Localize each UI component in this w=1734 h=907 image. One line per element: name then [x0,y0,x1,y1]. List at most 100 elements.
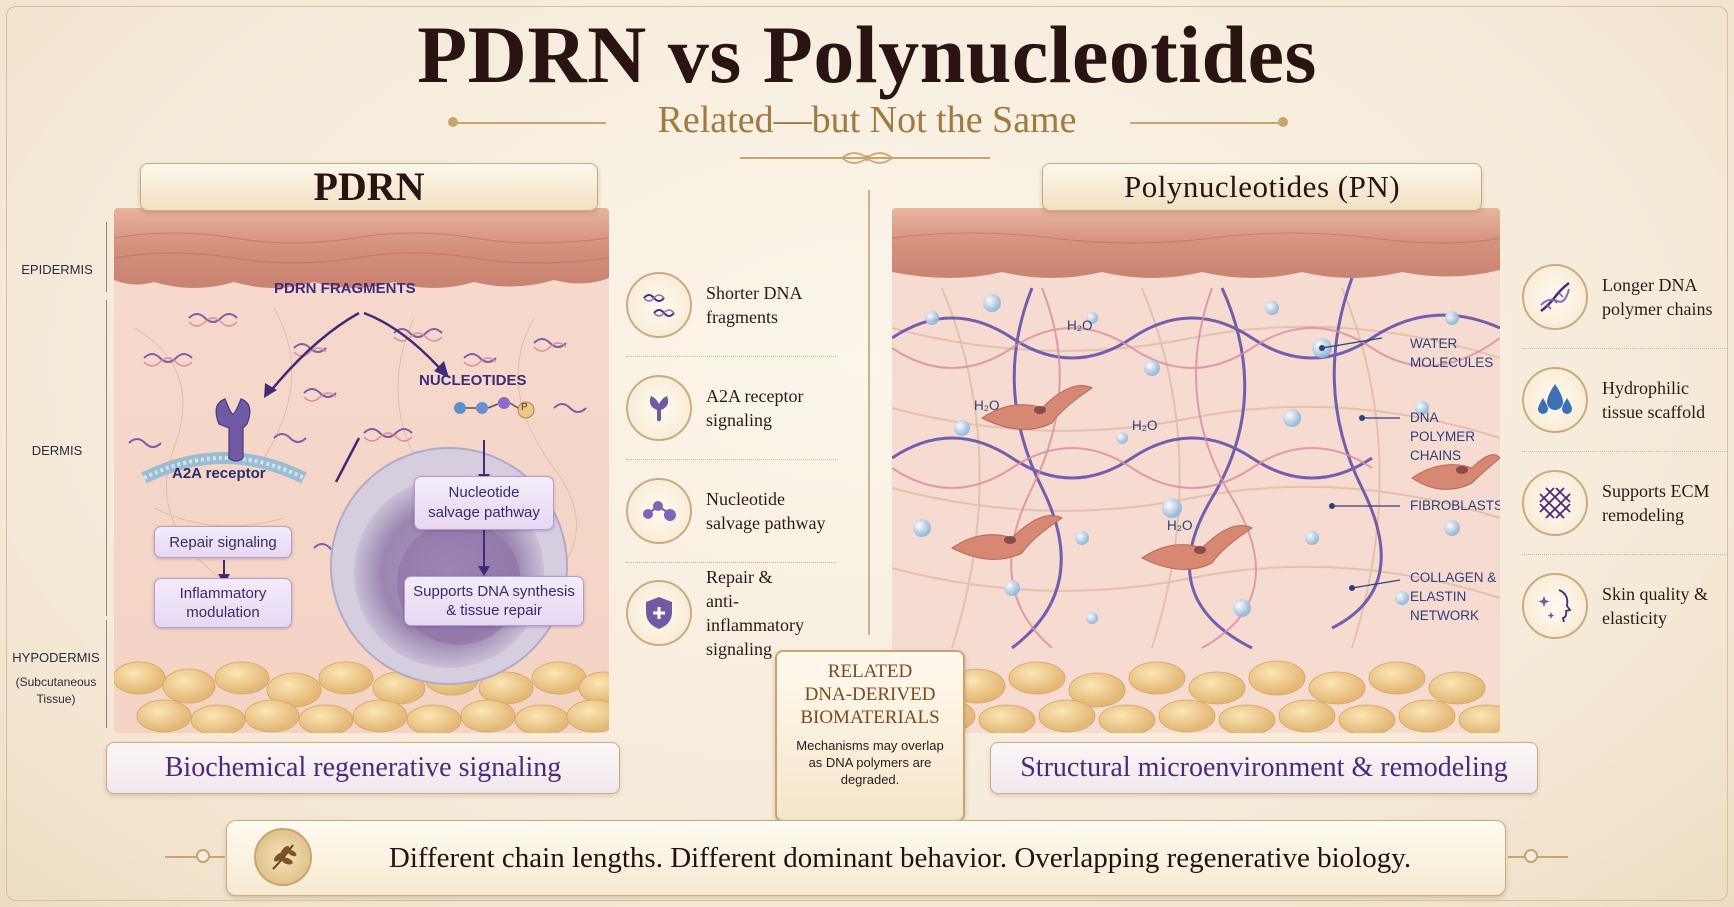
feature-line: signaling [706,410,772,430]
dermis-bracket [106,300,107,616]
hypodermis-sub-label-2: Tissue) [36,692,76,706]
supports-dna-synthesis-box: Supports DNA synthesis & tissue repair [404,576,584,626]
nucleotide-salvage-box: Nucleotide salvage pathway [414,476,554,530]
footer-right-ornament [1508,856,1568,858]
dna-polymer-chains-label: DNA POLYMER CHAINS [1410,408,1500,465]
center-divider [868,190,870,635]
pn-title-box: Polynucleotides (PN) [1042,163,1482,211]
receptor-icon [626,375,692,441]
related-biomaterials-box: RELATED DNA-DERIVED BIOMATERIALS Mechani… [775,650,965,822]
collagen-label-2: ELASTIN [1410,589,1467,604]
salvage-text-1: Nucleotide [448,484,520,501]
related-line-2: DNA-DERIVED [804,684,936,705]
fibroblasts-label: FIBROBLASTS [1410,498,1500,513]
water-molecules-label: WATER MOLECULES [1410,334,1493,372]
feature-line: salvage pathway [706,513,826,533]
pn-features-list: Longer DNA polymer chains Hydrophilic ti… [1522,262,1727,641]
a2a-receptor-label: A2A receptor [172,465,266,482]
feature-line: Skin quality & [1602,584,1709,604]
subtitle: Related—but Not the Same [657,99,1077,141]
pn-summary-label: Structural microenvironment & remodeling [990,742,1538,794]
feature-separator [1522,554,1727,555]
supports-text-2: & tissue repair [446,602,542,619]
water-drops-icon [1522,367,1588,433]
outer-frame [6,6,1728,901]
h2o-label-4: H₂O [1167,518,1193,533]
supports-text-1: Supports DNA synthesis [413,583,575,600]
pdrn-feature-dna-fragments: Shorter DNA fragments [626,272,836,338]
pdrn-features-list: Shorter DNA fragments A2A receptor signa… [626,272,836,659]
pn-feature-text: Supports ECM remodeling [1602,479,1710,527]
repair-signaling-box: Repair signaling [154,526,292,558]
dna-fragments-icon [626,272,692,338]
subtitle-right-ornament [1130,122,1280,124]
subtitle-left-ornament [456,122,606,124]
pdrn-feature-text: A2A receptor signaling [706,384,803,432]
related-note-2: as DNA polymers are [808,755,932,770]
salvage-text-2: salvage pathway [428,504,540,521]
related-note: Mechanisms may overlap as DNA polymers a… [777,737,963,788]
face-sparkle-icon [1522,573,1588,639]
feature-separator [626,356,836,357]
repair-signaling-text: Repair signaling [169,533,277,551]
footer-text: Different chain lengths. Different domin… [388,842,1412,874]
feature-separator [1522,348,1727,349]
flourish-icon [841,152,893,164]
leaf-branch-icon [254,828,312,886]
feature-line: Hydrophilic [1602,378,1689,398]
epidermis-bracket [106,222,107,292]
molecule-icon [626,478,692,544]
feature-line: polymer chains [1602,299,1713,319]
collagen-elastin-label: COLLAGEN & ELASTIN NETWORK [1410,568,1496,625]
shield-plus-icon [626,580,692,646]
feature-line: Longer DNA [1602,275,1698,295]
water-label-2: MOLECULES [1410,355,1494,370]
feature-line: remodeling [1602,505,1684,525]
footer-right-knot-icon [1524,849,1538,863]
main-title: PDRN vs Polynucleotides [417,9,1317,100]
related-line-3: BIOMATERIALS [800,707,940,728]
dna-label-2: CHAINS [1410,448,1462,463]
inflammatory-modulation-box: Inflammatory modulation [154,578,292,628]
feature-line: A2A receptor [706,386,804,406]
ornament-dot-right [1278,117,1288,127]
pdrn-title-box: PDRN [140,163,598,211]
pdrn-skin-cross-section: PDRN FRAGMENTS NUCLEOTIDES P A2A recepto… [114,208,609,733]
pdrn-feature-a2a: A2A receptor signaling [626,375,836,441]
feature-separator [626,459,836,460]
ornament-dot-left [448,117,458,127]
h2o-label-2: H₂O [974,398,1000,413]
pdrn-title: PDRN [313,164,425,209]
collagen-label-1: COLLAGEN & [1410,570,1497,585]
footer-left-knot-icon [196,849,210,863]
pn-feature-text: Skin quality & elasticity [1602,582,1708,630]
pdrn-feature-text: Nucleotide salvage pathway [706,487,825,535]
pn-feature-skin-quality: Skin quality & elasticity [1522,571,1727,641]
related-line-1: RELATED [827,661,913,682]
pdrn-feature-repair: Repair & anti-inflammatory signaling [626,567,836,659]
related-note-1: Mechanisms may overlap [796,738,944,753]
pn-feature-text: Longer DNA polymer chains [1602,273,1712,321]
hypodermis-label: HYPODERMIS [12,650,100,665]
h2o-label-3: H₂O [1132,418,1158,433]
feature-line: Supports ECM [1602,481,1710,501]
pn-feature-longer-dna: Longer DNA polymer chains [1522,262,1727,332]
water-label-1: WATER [1410,336,1458,351]
hypodermis-sub-label: (Subcutaneous [15,675,97,689]
feature-line: Repair & [706,567,773,587]
pdrn-fragments-label: PDRN FRAGMENTS [274,280,416,297]
pdrn-feature-text: Repair & anti-inflammatory signaling [706,565,836,661]
inflammatory-text-1: Inflammatory [179,585,267,602]
related-title: RELATED DNA-DERIVED BIOMATERIALS [777,660,963,729]
feature-line: signaling [706,639,772,659]
feature-line: fragments [706,307,778,327]
related-note-3: degraded. [840,772,900,787]
pn-feature-hydrophilic: Hydrophilic tissue scaffold [1522,365,1727,435]
feature-line: tissue scaffold [1602,402,1706,422]
dermis-label: DERMIS [31,443,83,458]
feature-line: elasticity [1602,608,1667,628]
collagen-label-3: NETWORK [1410,608,1479,623]
nucleotides-label: NUCLEOTIDES [419,372,527,389]
epidermis-label: EPIDERMIS [21,262,93,277]
feature-separator [626,562,836,563]
